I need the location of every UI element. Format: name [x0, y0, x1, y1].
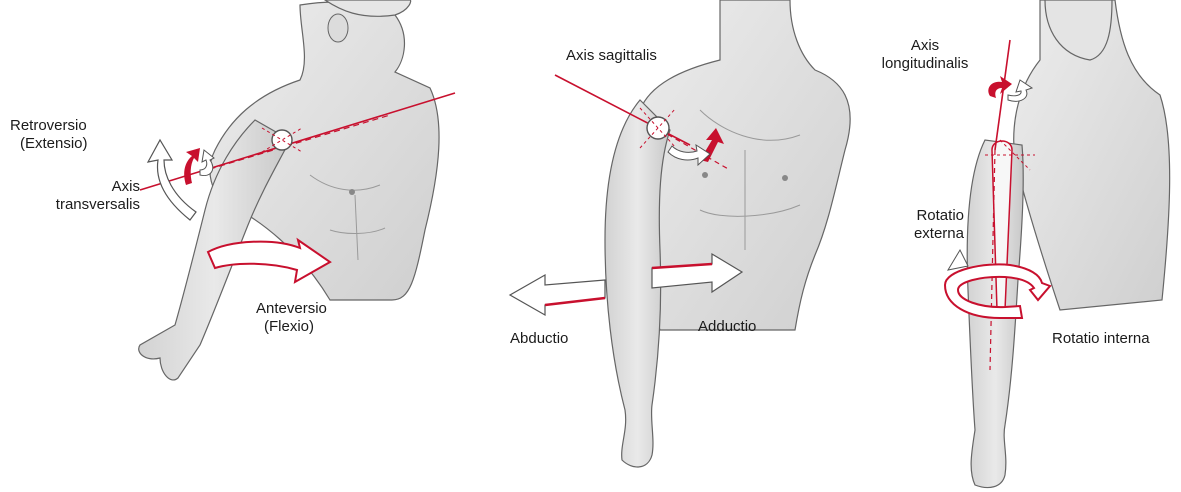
label-abductio-text: Abductio	[510, 330, 568, 348]
label-adductio: Adductio	[698, 318, 756, 336]
ear-left-figure	[328, 14, 348, 42]
label-axis-transversalis-line1: Axis	[12, 178, 140, 196]
label-rotatio-externa-line1: Rotatio	[888, 207, 964, 225]
label-axis-longitudinalis-line2: longitudinalis	[870, 55, 980, 73]
nipple-middle-right	[782, 175, 788, 181]
label-anteversio: Anteversio (Flexio)	[256, 300, 327, 336]
rotation-band-start-arrow	[948, 250, 968, 270]
label-axis-longitudinalis-line1: Axis	[870, 37, 980, 55]
label-rotatio-externa-line2: externa	[888, 225, 964, 243]
label-adductio-text: Adductio	[698, 318, 756, 336]
label-rotatio-externa: Rotatio externa	[888, 207, 964, 243]
abductio-arrow	[510, 275, 605, 315]
label-abductio: Abductio	[510, 330, 568, 348]
label-axis-longitudinalis: Axis longitudinalis	[870, 37, 980, 73]
label-retroversio: Retroversio (Extensio)	[10, 117, 88, 153]
nipple	[349, 189, 355, 195]
label-axis-sagittalis-text: Axis sagittalis	[566, 47, 657, 65]
label-retroversio-line1: Retroversio	[10, 117, 88, 135]
label-axis-transversalis: Axis transversalis	[12, 178, 140, 214]
label-axis-sagittalis: Axis sagittalis	[566, 47, 657, 65]
label-anteversio-line1: Anteversio	[256, 300, 327, 318]
nipple-middle-left	[702, 172, 708, 178]
panel-rotation	[945, 0, 1170, 488]
label-axis-transversalis-line2: transversalis	[12, 196, 140, 214]
label-rotatio-interna-text: Rotatio interna	[1052, 330, 1150, 348]
rotation-indicator-white-arrow	[200, 150, 214, 176]
rotation-indicator-red-arrow	[184, 148, 200, 185]
panel-abduction-adduction	[510, 0, 850, 467]
label-rotatio-interna: Rotatio interna	[1052, 330, 1150, 348]
label-retroversio-line2: (Extensio)	[10, 135, 88, 153]
shoulder-joint-circle	[272, 130, 292, 150]
label-anteversio-line2: (Flexio)	[256, 318, 327, 336]
